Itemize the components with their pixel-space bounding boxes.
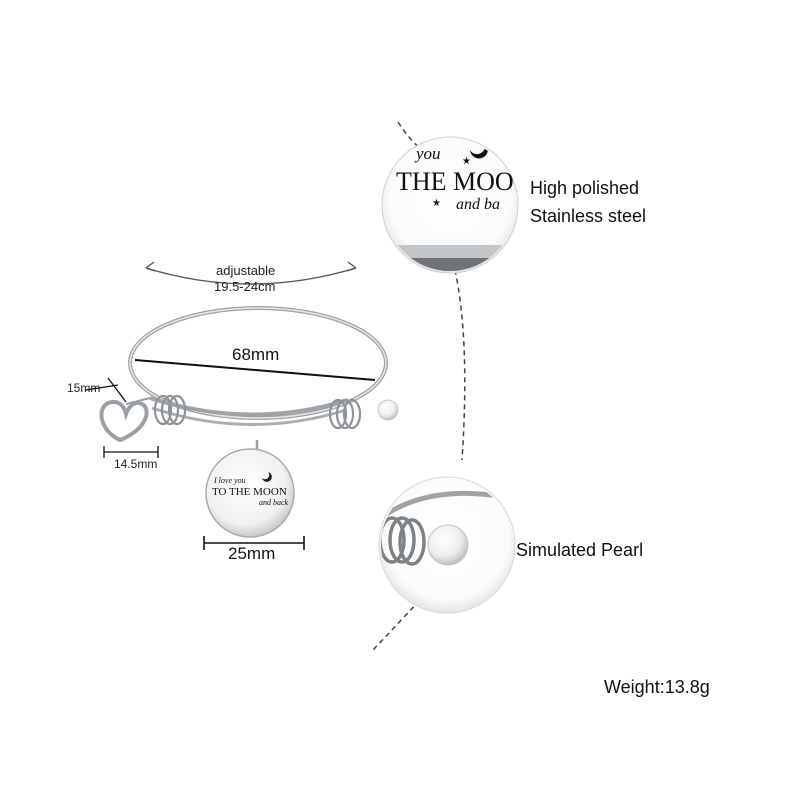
disc-diameter-label: 25mm: [228, 544, 276, 563]
weight-label: Weight:13.8g: [604, 677, 710, 697]
material-label-line2: Stainless steel: [530, 206, 647, 226]
heart-charm: [99, 399, 149, 443]
end-coil-right: [328, 398, 362, 430]
disc-charm: [205, 448, 295, 538]
heart-width-label: 14.5mm: [114, 457, 158, 471]
zoom-engraving-line1: you: [416, 144, 441, 163]
charm-engraving-line1: I love you: [214, 476, 246, 485]
heart-height-label: 15mm: [67, 381, 101, 395]
pearl-label: Simulated Pearl: [516, 540, 644, 560]
material-label-line1: High polished: [530, 178, 640, 198]
zoom-circle-pearl: [378, 476, 516, 614]
charm-engraving-line3: and back: [259, 498, 289, 507]
adjustable-range-label: 19.5-24cm: [214, 279, 276, 294]
svg-text:★: ★: [462, 156, 471, 167]
diameter-line: [134, 359, 376, 381]
adjustable-label: adjustable: [216, 263, 276, 278]
zoom-engraving-line2: THE MOO: [396, 167, 514, 196]
adjustable-arrow: [145, 267, 357, 285]
pearl-large: [427, 524, 469, 566]
zoom-engraving-line3: and ba: [456, 196, 500, 213]
diameter-label: 68mm: [232, 345, 280, 364]
svg-text:★: ★: [432, 198, 441, 209]
end-coil-left: [153, 394, 187, 426]
zoom-engraving-clip: you THE MOO and ba: [382, 137, 518, 273]
charm-engraving-line2: TO THE MOON: [212, 486, 287, 498]
pearl-small: [377, 399, 399, 421]
